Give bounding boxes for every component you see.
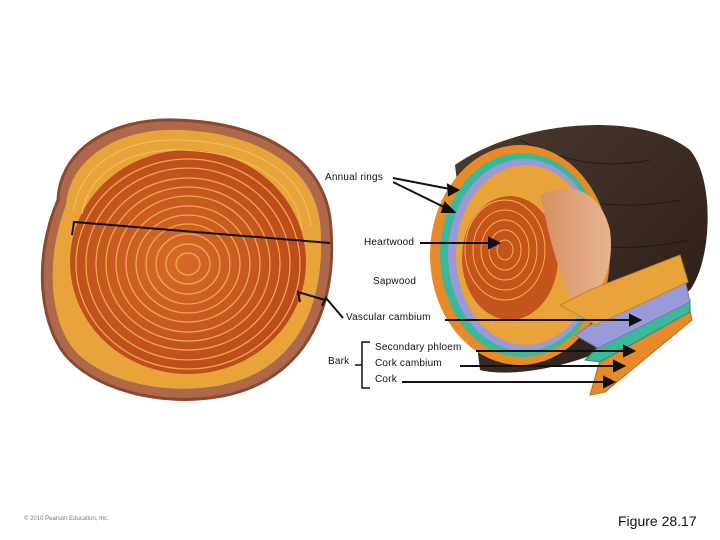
annual-rings-arrow-2 xyxy=(392,181,451,211)
arrowhead-vascular-cambium xyxy=(629,313,643,327)
cross-section-brackets xyxy=(71,220,344,319)
bark-bracket xyxy=(361,341,370,389)
arrowhead-cork-cambium xyxy=(613,359,627,373)
arrowhead-annual-1 xyxy=(446,183,461,197)
copyright-notice: © 2010 Pearson Education, Inc. xyxy=(24,516,109,522)
log-cutaway xyxy=(430,124,708,396)
vascular-cambium-bracket xyxy=(321,296,344,319)
heartwood-cylinder xyxy=(540,188,611,305)
vascular-cambium-label: Vascular cambium xyxy=(346,312,431,323)
heartwood-label: Heartwood xyxy=(364,237,415,248)
peeled-sapwood-layer xyxy=(558,254,689,326)
annual-ring-lines xyxy=(75,158,301,370)
annotation-arrows xyxy=(392,177,643,389)
sapwood-bracket xyxy=(296,290,326,303)
arrowhead-cork xyxy=(603,375,617,389)
annual-rings-arrow-1 xyxy=(392,177,456,191)
secondary-phloem-label: Secondary phloem xyxy=(375,342,462,353)
annual-rings-label: Annual rings xyxy=(325,172,383,183)
cork-cambium-label: Cork cambium xyxy=(375,358,442,369)
trunk-cross-section xyxy=(40,118,334,401)
cork-label: Cork xyxy=(375,374,397,385)
sapwood-rings xyxy=(73,139,312,231)
peeled-phloem-layer xyxy=(574,279,691,349)
log-end-rings xyxy=(464,199,546,301)
heartwood-bracket xyxy=(71,220,331,244)
arrowhead-secondary-phloem xyxy=(623,344,637,358)
arrowhead-annual-2 xyxy=(440,201,457,213)
figure-number: Figure 28.17 xyxy=(618,513,697,529)
arrowhead-heartwood xyxy=(488,236,502,250)
sapwood-label: Sapwood xyxy=(373,276,417,287)
bark-label: Bark xyxy=(328,356,350,367)
